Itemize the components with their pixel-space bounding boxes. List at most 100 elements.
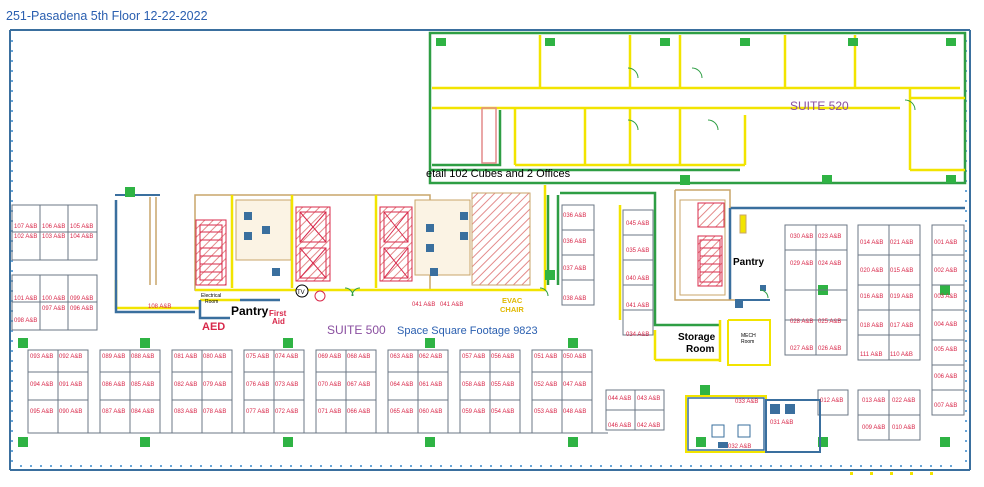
desk-label: 062 A&B <box>419 354 442 360</box>
desk-label: 101 A&B <box>14 296 37 302</box>
desk-label: 036 A&B <box>563 239 586 245</box>
desk-label: 018 A&B <box>860 323 883 329</box>
pantry-right-label: Pantry <box>733 257 765 268</box>
desk-label: 076 A&B <box>246 382 269 388</box>
desk-label: 096 A&B <box>70 306 93 312</box>
bottom-marks <box>850 472 933 475</box>
desk-label: 103 A&B <box>42 234 65 240</box>
desk-label: 029 A&B <box>790 261 813 267</box>
desk-label: 006 A&B <box>934 374 957 380</box>
plan-title: 251-Pasadena 5th Floor 12-22-2022 <box>6 9 208 23</box>
desk-label: 079 A&B <box>203 382 226 388</box>
right-cube-grid <box>784 224 965 441</box>
desk-label: 059 A&B <box>462 409 485 415</box>
bottom-cube-grid <box>27 349 608 434</box>
desk-label: 104 A&B <box>70 234 93 240</box>
desk-label: 042 A&B <box>637 423 660 429</box>
desk-label: 047 A&B <box>563 382 586 388</box>
desk-label: 099 A&B <box>70 296 93 302</box>
desk-label: 111 A&B <box>860 352 882 358</box>
desk-label: 057 A&B <box>462 354 485 360</box>
desk-label: 087 A&B <box>102 409 125 415</box>
desk-label: 107 A&B <box>14 224 37 230</box>
desk-label: 061 A&B <box>419 382 442 388</box>
desk-label: 041 A&B <box>440 302 463 308</box>
desk-label: 007 A&B <box>934 403 957 409</box>
storage-room-word2: Room <box>686 344 714 355</box>
desk-label: 036 A&B <box>563 213 586 219</box>
core-left <box>115 192 531 291</box>
desk-label: 040 A&B <box>626 276 649 282</box>
suite-500-label: SUITE 500 <box>327 323 386 337</box>
desk-label: 110 A&B <box>890 352 913 358</box>
desk-label: 001 A&B <box>934 240 957 246</box>
desk-label: 033 A&B <box>735 399 758 405</box>
desk-label: 082 A&B <box>174 382 197 388</box>
desk-label: 069 A&B <box>318 354 341 360</box>
desk-label: 041 A&B <box>412 302 435 308</box>
desk-label: 077 A&B <box>246 409 269 415</box>
desk-label: 063 A&B <box>390 354 413 360</box>
desk-label: 014 A&B <box>860 240 883 246</box>
aed-label: AED <box>202 321 225 333</box>
desk-label: 090 A&B <box>59 409 82 415</box>
desk-label: 065 A&B <box>390 409 413 415</box>
desk-label: 031 A&B <box>770 420 793 426</box>
door-swings <box>344 287 769 299</box>
desk-label: 037 A&B <box>563 266 586 272</box>
desk-label: 044 A&B <box>608 396 631 402</box>
desk-label: 013 A&B <box>862 398 885 404</box>
desk-label: 034 A&B <box>626 332 649 338</box>
desk-label: 053 A&B <box>534 409 557 415</box>
desk-label: 010 A&B <box>892 425 915 431</box>
desk-label: 102 A&B <box>14 234 37 240</box>
desk-label: 023 A&B <box>818 234 841 240</box>
pantry-left-label: Pantry <box>231 304 269 318</box>
desk-label: 068 A&B <box>347 354 370 360</box>
core-right <box>679 199 766 308</box>
storage-room-word: Storage <box>678 332 716 343</box>
desk-label: 046 A&B <box>608 423 631 429</box>
desk-label: 093 A&B <box>30 354 53 360</box>
left-cube-labels: 107 A&B 106 A&B 105 A&B 102 A&B 103 A&B 104 A… <box>14 224 93 324</box>
desk-label: 098 A&B <box>14 318 37 324</box>
desk-label: 017 A&B <box>890 323 913 329</box>
desk-label: 071 A&B <box>318 409 341 415</box>
desk-label: 015 A&B <box>890 268 913 274</box>
desk-label: 091 A&B <box>59 382 82 388</box>
desk-label: 009 A&B <box>862 425 885 431</box>
desk-label: 038 A&B <box>563 296 586 302</box>
desk-label: 106 A&B <box>42 224 65 230</box>
desk-label: 075 A&B <box>246 354 269 360</box>
desk-label: 085 A&B <box>131 382 154 388</box>
desk-label: 016 A&B <box>860 294 883 300</box>
desk-label: 058 A&B <box>462 382 485 388</box>
mid-col-cubes <box>561 204 665 431</box>
desk-label: 070 A&B <box>318 382 341 388</box>
left-cube-stack <box>11 204 98 331</box>
desk-label: 100 A&B <box>42 296 65 302</box>
suite-520-pillars <box>436 38 956 183</box>
desk-label: 003 A&B <box>934 294 957 300</box>
desk-label: 073 A&B <box>275 382 298 388</box>
desk-label: 050 A&B <box>563 354 586 360</box>
desk-label: 048 A&B <box>563 409 586 415</box>
desk-label: 054 A&B <box>491 409 514 415</box>
desk-label: 030 A&B <box>790 234 813 240</box>
desk-label: 080 A&B <box>203 354 226 360</box>
desk-label: 066 A&B <box>347 409 370 415</box>
storage-room-label: Storage Room <box>678 332 718 355</box>
tv-label: TV <box>297 290 305 296</box>
desk-label: 021 A&B <box>890 240 913 246</box>
desk-label: 026 A&B <box>818 346 841 352</box>
desk-label: 084 A&B <box>131 409 154 415</box>
desk-label: 105 A&B <box>70 224 93 230</box>
suite-520-label: SUITE 520 <box>790 99 849 113</box>
first-aid-kit-icon <box>314 290 326 302</box>
desk-label: 078 A&B <box>203 409 226 415</box>
banner-text: etail 102 Cubes and 2 Offices <box>426 168 571 180</box>
